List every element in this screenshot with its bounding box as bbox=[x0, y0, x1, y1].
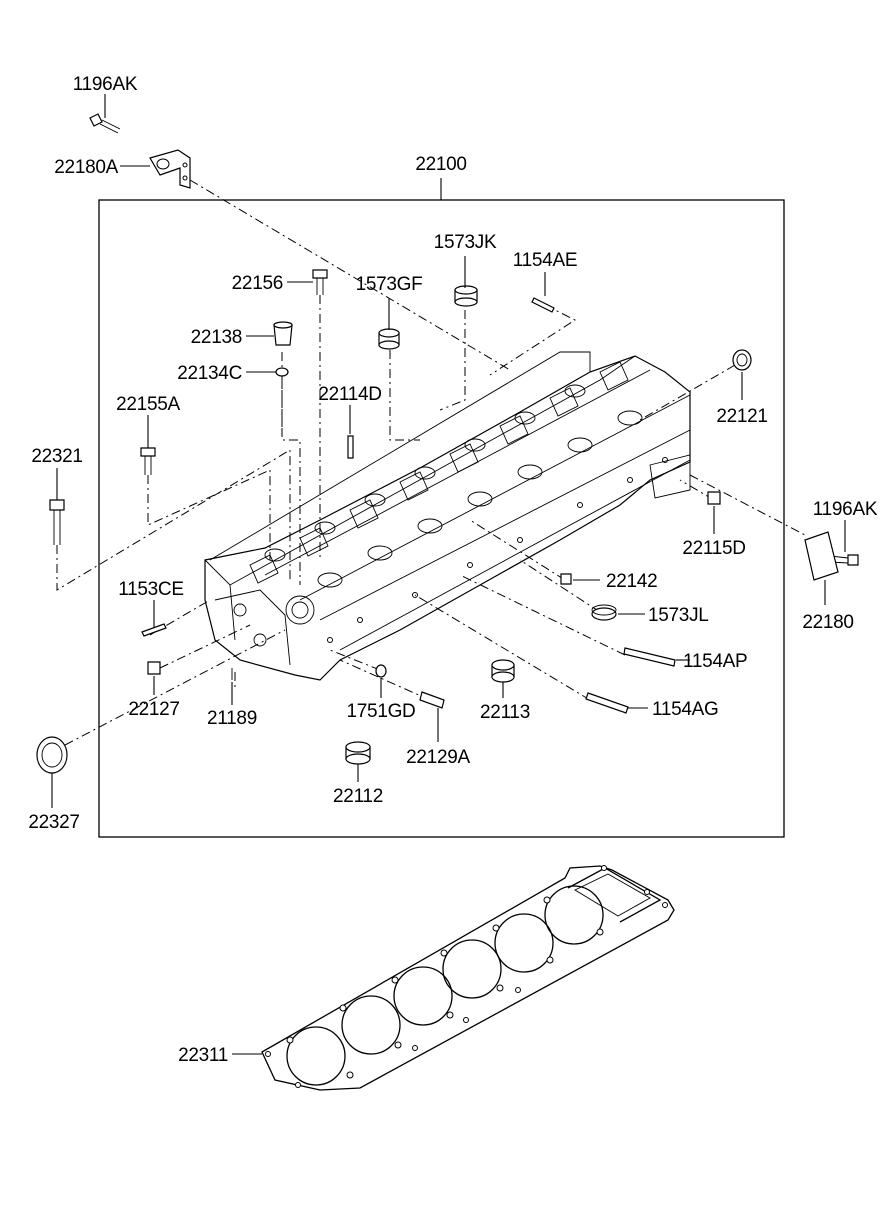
label-22180: 22180 bbox=[802, 612, 853, 633]
seal-22121 bbox=[732, 349, 752, 371]
stud-1153ce bbox=[141, 623, 167, 637]
nut-22115d bbox=[707, 491, 721, 505]
seal-22327 bbox=[36, 736, 68, 774]
washer-22134c bbox=[275, 367, 289, 377]
label-22142: 22142 bbox=[606, 571, 657, 592]
label-22112: 22112 bbox=[333, 786, 383, 807]
plug-22113 bbox=[491, 659, 515, 683]
stud-1154ap bbox=[623, 647, 676, 667]
label-1573gf: 1573GF bbox=[356, 274, 423, 295]
plug-22138 bbox=[273, 321, 293, 346]
label-22115d: 22115D bbox=[682, 538, 745, 559]
label-22114d: 22114D bbox=[318, 384, 381, 405]
stud-1154ae bbox=[531, 297, 555, 313]
label-22156: 22156 bbox=[232, 273, 283, 294]
stud-1154ag bbox=[585, 692, 629, 714]
cap-1573gf bbox=[378, 328, 400, 350]
bolt-22129a bbox=[419, 691, 445, 709]
nut-22127 bbox=[147, 661, 161, 675]
head-gasket-22311 bbox=[261, 865, 675, 1091]
label-22121: 22121 bbox=[716, 406, 767, 427]
bolt-22156 bbox=[312, 269, 328, 295]
assembly-label: 22100 bbox=[415, 154, 466, 175]
cap-1573jk bbox=[454, 285, 478, 307]
ring-1751gd bbox=[375, 664, 387, 678]
label-22311: 22311 bbox=[178, 1045, 228, 1066]
label-1196ak-top: 1196AK bbox=[73, 74, 138, 95]
part-labels: 1196AK 22180A 1573JK 1154AE 22156 1573GF… bbox=[28, 74, 878, 1066]
label-21189: 21189 bbox=[207, 708, 257, 729]
label-1154ag: 1154AG bbox=[652, 699, 719, 720]
label-1154ae: 1154AE bbox=[513, 250, 577, 271]
cylinder-head bbox=[204, 351, 691, 681]
bolt-22321 bbox=[49, 499, 65, 545]
label-1153ce: 1153CE bbox=[118, 579, 183, 600]
label-22134c: 22134C bbox=[177, 363, 242, 384]
label-1751gd: 1751GD bbox=[347, 701, 416, 722]
label-22321: 22321 bbox=[31, 446, 82, 467]
label-1154ap: 1154AP bbox=[683, 651, 747, 672]
bracket-22180 bbox=[804, 531, 839, 581]
plug-22112 bbox=[345, 741, 371, 765]
label-22127: 22127 bbox=[128, 699, 179, 720]
leader-lines bbox=[56, 179, 806, 746]
label-1196ak-right: 1196AK bbox=[813, 499, 878, 520]
label-1573jk: 1573JK bbox=[434, 232, 497, 253]
label-1573jl: 1573JL bbox=[648, 605, 709, 626]
label-leaders bbox=[51, 94, 846, 1055]
cap-1573jl bbox=[591, 604, 617, 621]
stud-22114d bbox=[347, 435, 354, 459]
bolt-1196ak-top bbox=[89, 113, 121, 134]
label-22138: 22138 bbox=[191, 327, 242, 348]
plug-22142 bbox=[560, 573, 572, 585]
label-22180a: 22180A bbox=[54, 157, 118, 178]
label-22129a: 22129A bbox=[406, 747, 470, 768]
label-22155a: 22155A bbox=[116, 394, 180, 415]
label-22113: 22113 bbox=[480, 702, 530, 723]
bracket-22180a bbox=[149, 149, 191, 189]
label-22327: 22327 bbox=[28, 812, 79, 833]
small-parts bbox=[36, 113, 859, 774]
bolt-22155a bbox=[140, 447, 156, 475]
